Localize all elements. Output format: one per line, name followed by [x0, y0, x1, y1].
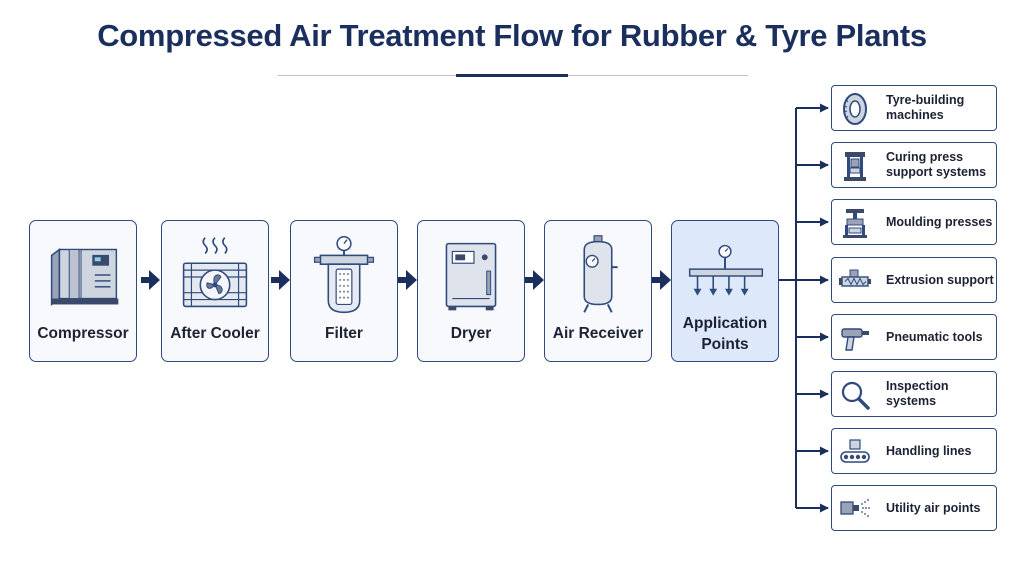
magnifier-icon: [841, 381, 870, 410]
application-curing-press: Curing press support systems: [831, 142, 997, 188]
stage-label: Application Points: [682, 315, 768, 353]
branch-lines: [777, 103, 829, 513]
application-handling: Handling lines: [831, 428, 997, 474]
dryer-icon: [445, 242, 497, 311]
stage-compressor: Compressor: [29, 220, 137, 362]
air-receiver-icon: [583, 235, 618, 313]
application-label: Inspection systems: [886, 379, 949, 408]
conveyor-icon: [840, 439, 870, 463]
after-cooler-icon: [182, 237, 248, 308]
moulding-press-icon: [843, 209, 867, 238]
filter-icon: [313, 235, 375, 314]
stage-filter: Filter: [290, 220, 398, 362]
application-moulding: Moulding presses: [831, 199, 997, 245]
stage-application-points: Application Points: [671, 220, 779, 362]
stage-label: After Cooler: [170, 325, 260, 342]
stage-arrows: [141, 270, 671, 290]
application-label: Extrusion support: [886, 272, 994, 287]
stage-air-receiver: Air Receiver: [544, 220, 652, 362]
arrow-filter-to-dryer: [398, 270, 417, 290]
stage-dryer: Dryer: [417, 220, 525, 362]
tyre-icon: [843, 93, 867, 125]
extruder-icon: [839, 269, 871, 287]
pneumatic-tool-icon: [841, 328, 869, 351]
application-label: Curing press support systems: [886, 150, 987, 179]
application-extrusion: Extrusion support: [831, 257, 997, 303]
application-pneumatic-tools: Pneumatic tools: [831, 314, 997, 360]
air-nozzle-icon: [840, 499, 870, 517]
arrow-compressor-to-after-cooler: [141, 270, 160, 290]
arrow-after-cooler-to-filter: [271, 270, 290, 290]
application-utility: Utility air points: [831, 485, 997, 531]
curing-press-icon: [844, 152, 866, 181]
application-label: Utility air points: [886, 500, 981, 515]
stage-label: Dryer: [450, 325, 492, 342]
stage-label: Air Receiver: [552, 325, 644, 342]
compressor-icon: [50, 248, 119, 306]
application-label: Moulding presses: [886, 214, 993, 229]
application-label: Pneumatic tools: [886, 329, 983, 344]
manifold-icon: [688, 244, 764, 296]
application-label: Handling lines: [886, 443, 972, 458]
application-inspection: Inspection systems: [831, 371, 997, 417]
diagram-title: Compressed Air Treatment Flow for Rubber…: [97, 18, 927, 53]
arrow-dryer-to-receiver: [525, 270, 544, 290]
title-underline-accent: [456, 74, 568, 77]
arrow-receiver-to-application: [652, 270, 671, 290]
stage-label: Filter: [325, 325, 363, 342]
application-tyre-building: Tyre-building machines: [831, 85, 997, 131]
stage-after-cooler: After Cooler: [161, 220, 269, 362]
stage-label: Compressor: [37, 325, 129, 342]
application-label: Tyre-building machines: [886, 93, 965, 122]
